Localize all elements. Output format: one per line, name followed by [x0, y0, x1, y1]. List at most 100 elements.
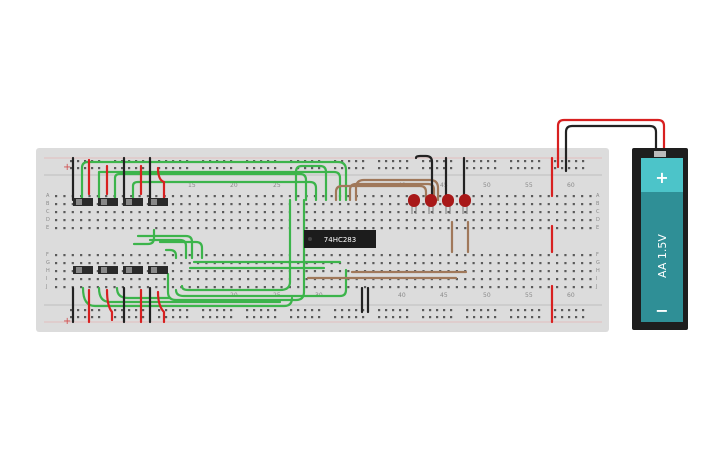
breadboard-hole[interactable] — [399, 309, 402, 312]
breadboard-hole[interactable] — [480, 160, 483, 163]
breadboard-hole[interactable] — [171, 286, 175, 289]
breadboard-hole[interactable] — [538, 316, 541, 319]
breadboard-hole[interactable] — [531, 160, 534, 163]
breadboard-hole[interactable] — [539, 278, 542, 281]
breadboard-hole[interactable] — [372, 262, 375, 265]
breadboard-hole[interactable] — [180, 254, 183, 257]
breadboard-hole[interactable] — [430, 211, 433, 214]
breadboard-hole[interactable] — [146, 211, 150, 214]
breadboard-hole[interactable] — [272, 195, 275, 198]
wire-green[interactable] — [180, 198, 292, 292]
breadboard-hole[interactable] — [522, 219, 525, 222]
breadboard-hole[interactable] — [222, 278, 225, 281]
breadboard-hole[interactable] — [338, 219, 342, 222]
breadboard-hole[interactable] — [213, 203, 216, 206]
breadboard-hole[interactable] — [429, 316, 432, 319]
breadboard-hole[interactable] — [405, 219, 408, 222]
breadboard-hole[interactable] — [247, 227, 250, 230]
breadboard-hole[interactable] — [405, 227, 408, 230]
breadboard-hole[interactable] — [347, 227, 350, 230]
breadboard-hole[interactable] — [70, 309, 73, 312]
breadboard-hole[interactable] — [464, 286, 467, 289]
breadboard-hole[interactable] — [196, 219, 200, 222]
breadboard-hole[interactable] — [561, 316, 564, 319]
breadboard-hole[interactable] — [70, 167, 73, 170]
breadboard-hole[interactable] — [589, 219, 592, 222]
breadboard-hole[interactable] — [318, 309, 321, 312]
breadboard-hole[interactable] — [138, 219, 141, 222]
breadboard-hole[interactable] — [355, 203, 358, 206]
breadboard-hole[interactable] — [347, 286, 350, 289]
breadboard-hole[interactable] — [341, 316, 344, 319]
breadboard-hole[interactable] — [121, 211, 124, 214]
breadboard-hole[interactable] — [55, 262, 58, 265]
led-red[interactable] — [408, 194, 420, 214]
breadboard-hole[interactable] — [564, 203, 567, 206]
breadboard-hole[interactable] — [313, 254, 317, 257]
breadboard-hole[interactable] — [556, 219, 559, 222]
breadboard-hole[interactable] — [142, 316, 145, 319]
breadboard-hole[interactable] — [84, 316, 87, 319]
breadboard-hole[interactable] — [439, 227, 442, 230]
breadboard-hole[interactable] — [113, 227, 116, 230]
breadboard-hole[interactable] — [311, 309, 314, 312]
breadboard-hole[interactable] — [380, 227, 383, 230]
breadboard-hole[interactable] — [489, 203, 492, 206]
breadboard-hole[interactable] — [556, 203, 559, 206]
breadboard-hole[interactable] — [397, 195, 400, 198]
bottom-switches[interactable] — [73, 266, 168, 274]
breadboard-hole[interactable] — [138, 227, 141, 230]
breadboard-hole[interactable] — [473, 316, 476, 319]
breadboard-hole[interactable] — [63, 262, 66, 265]
breadboard-hole[interactable] — [205, 195, 208, 198]
breadboard-hole[interactable] — [305, 278, 308, 281]
breadboard-hole[interactable] — [163, 278, 166, 281]
breadboard-hole[interactable] — [455, 195, 458, 198]
breadboard-hole[interactable] — [480, 211, 484, 214]
breadboard-hole[interactable] — [341, 167, 344, 170]
breadboard-hole[interactable] — [222, 219, 225, 222]
breadboard-hole[interactable] — [213, 195, 216, 198]
breadboard-hole[interactable] — [272, 270, 275, 273]
breadboard-hole[interactable] — [517, 160, 520, 163]
breadboard-hole[interactable] — [378, 160, 381, 163]
breadboard-hole[interactable] — [480, 270, 484, 273]
breadboard-hole[interactable] — [121, 203, 124, 206]
breadboard-hole[interactable] — [146, 219, 150, 222]
breadboard-hole[interactable] — [378, 316, 381, 319]
breadboard-hole[interactable] — [564, 195, 567, 198]
breadboard-hole[interactable] — [96, 262, 99, 265]
breadboard-hole[interactable] — [180, 262, 183, 265]
breadboard-hole[interactable] — [363, 219, 367, 222]
breadboard-hole[interactable] — [305, 227, 308, 230]
breadboard-hole[interactable] — [155, 211, 158, 214]
wire-green[interactable] — [97, 286, 282, 304]
breadboard-hole[interactable] — [582, 167, 585, 170]
breadboard-hole[interactable] — [179, 167, 182, 170]
breadboard-hole[interactable] — [497, 278, 500, 281]
breadboard-hole[interactable] — [372, 203, 375, 206]
breadboard-hole[interactable] — [146, 203, 150, 206]
breadboard-hole[interactable] — [272, 254, 275, 257]
breadboard-hole[interactable] — [230, 254, 233, 257]
breadboard-hole[interactable] — [121, 278, 124, 281]
breadboard-hole[interactable] — [522, 254, 525, 257]
breadboard-hole[interactable] — [362, 160, 365, 163]
breadboard-hole[interactable] — [539, 286, 542, 289]
breadboard-hole[interactable] — [98, 316, 101, 319]
breadboard-hole[interactable] — [188, 278, 191, 281]
wire-green[interactable] — [166, 198, 306, 302]
breadboard-hole[interactable] — [55, 211, 58, 214]
breadboard-hole[interactable] — [447, 262, 450, 265]
breadboard-hole[interactable] — [255, 286, 258, 289]
breadboard-hole[interactable] — [274, 316, 277, 319]
breadboard-hole[interactable] — [363, 203, 367, 206]
breadboard-hole[interactable] — [505, 227, 509, 230]
breadboard-hole[interactable] — [246, 167, 249, 170]
breadboard-hole[interactable] — [589, 286, 592, 289]
breadboard-hole[interactable] — [422, 195, 425, 198]
breadboard-hole[interactable] — [196, 211, 200, 214]
breadboard-hole[interactable] — [247, 278, 250, 281]
breadboard-hole[interactable] — [505, 278, 509, 281]
breadboard-hole[interactable] — [113, 286, 116, 289]
